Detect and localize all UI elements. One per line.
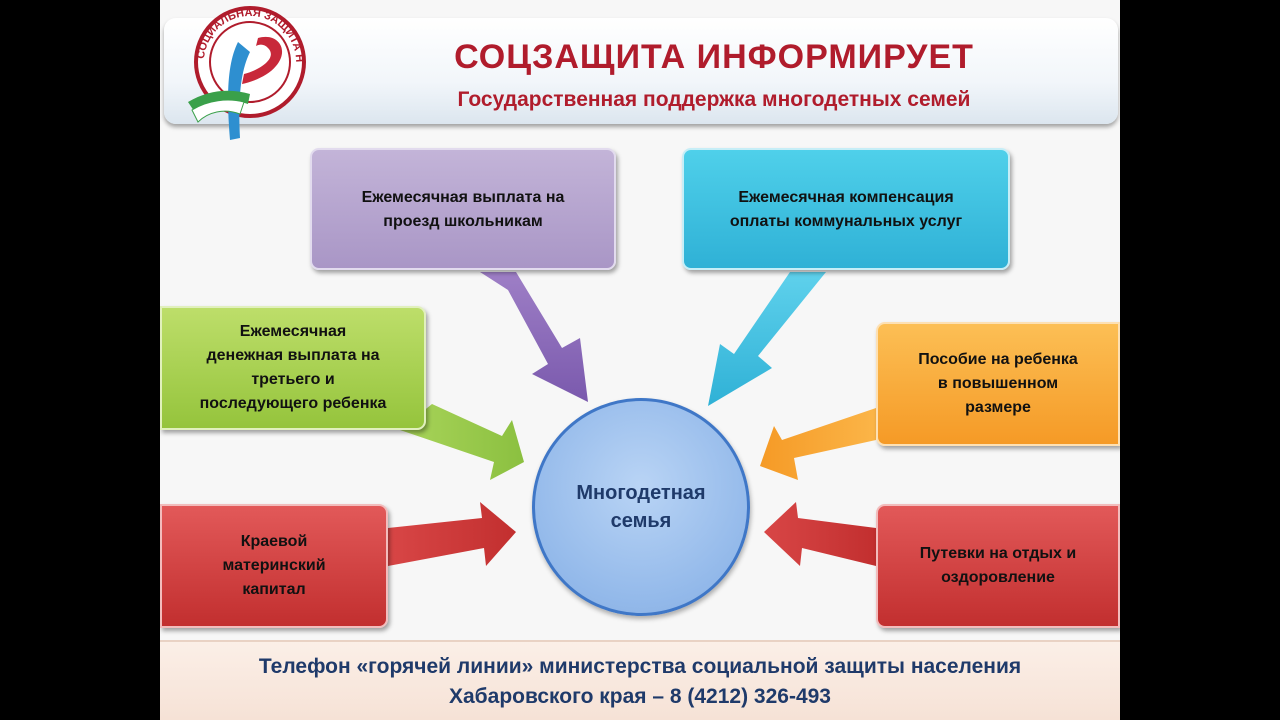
box-third-line1: Ежемесячная <box>239 323 347 340</box>
slide: СОЦЗАЩИТА ИНФОРМИРУЕТ Государственная по… <box>160 0 1120 720</box>
arrow-transport <box>480 272 588 402</box>
box-regional-maternity-capital: Краевой материнский капитал <box>160 504 388 628</box>
arrow-child-allowance <box>760 408 876 480</box>
box-utilities-line2: оплаты коммунальных услуг <box>729 213 963 230</box>
box-allowance-line1: Пособие на ребенка <box>918 351 1078 368</box>
box-third-child-payment: Ежемесячная денежная выплата на третьего… <box>160 306 426 430</box>
box-vouchers-line1: Путевки на отдых и <box>919 545 1077 562</box>
social-protection-logo: СОЦИАЛЬНАЯ ЗАЩИТА НАСЕЛЕНИЯ ХАБАРОВСКОГО… <box>168 2 306 140</box>
box-allowance-line3: размере <box>965 399 1031 416</box>
box-capital-line1: Краевой <box>240 533 308 550</box>
page-subtitle: Государственная поддержка многодетных се… <box>457 88 971 111</box>
footer-line2: Хабаровского края – 8 (4212) 326-493 <box>449 685 831 708</box>
footer-line1: Телефон «горячей линии» министерства соц… <box>258 655 1022 678</box>
header-panel: СОЦЗАЩИТА ИНФОРМИРУЕТ Государственная по… <box>164 18 1118 124</box>
arrow-vouchers <box>764 502 876 566</box>
arrow-utilities <box>708 272 826 406</box>
box-transport-line2: проезд школьникам <box>383 213 543 230</box>
center-large-family-circle: Многодетная семья <box>532 398 750 616</box>
center-line2: семья <box>610 510 672 532</box>
arrow-third-child <box>400 404 524 480</box>
box-utilities-compensation: Ежемесячная компенсация оплаты коммуналь… <box>682 148 1010 270</box>
box-third-line4: последующего ребенка <box>199 395 387 412</box>
box-third-line3: третьего и <box>251 371 335 388</box>
box-utilities-line1: Ежемесячная компенсация <box>738 189 954 206</box>
hotline-footer: Телефон «горячей линии» министерства соц… <box>160 640 1120 720</box>
box-vouchers-line2: оздоровление <box>941 569 1055 586</box>
white-ribbon <box>191 99 245 123</box>
center-line1: Многодетная <box>576 482 706 504</box>
box-capital-line3: капитал <box>242 581 306 598</box>
box-child-allowance: Пособие на ребенка в повышенном размере <box>876 322 1120 446</box>
page-title: СОЦЗАЩИТА ИНФОРМИРУЕТ <box>454 38 974 76</box>
box-third-line2: денежная выплата на <box>206 347 380 364</box>
box-allowance-line2: в повышенном <box>937 375 1059 392</box>
arrow-regional-capital <box>388 502 516 566</box>
red-ribbon <box>242 36 283 84</box>
box-transport-line1: Ежемесячная выплата на <box>361 189 565 206</box>
arrows-layer <box>388 272 876 566</box>
blue-ribbon <box>228 42 250 140</box>
box-school-transport-payment: Ежемесячная выплата на проезд школьникам <box>310 148 616 270</box>
box-capital-line2: материнский <box>222 557 326 574</box>
box-vacation-vouchers: Путевки на отдых и оздоровление <box>876 504 1120 628</box>
